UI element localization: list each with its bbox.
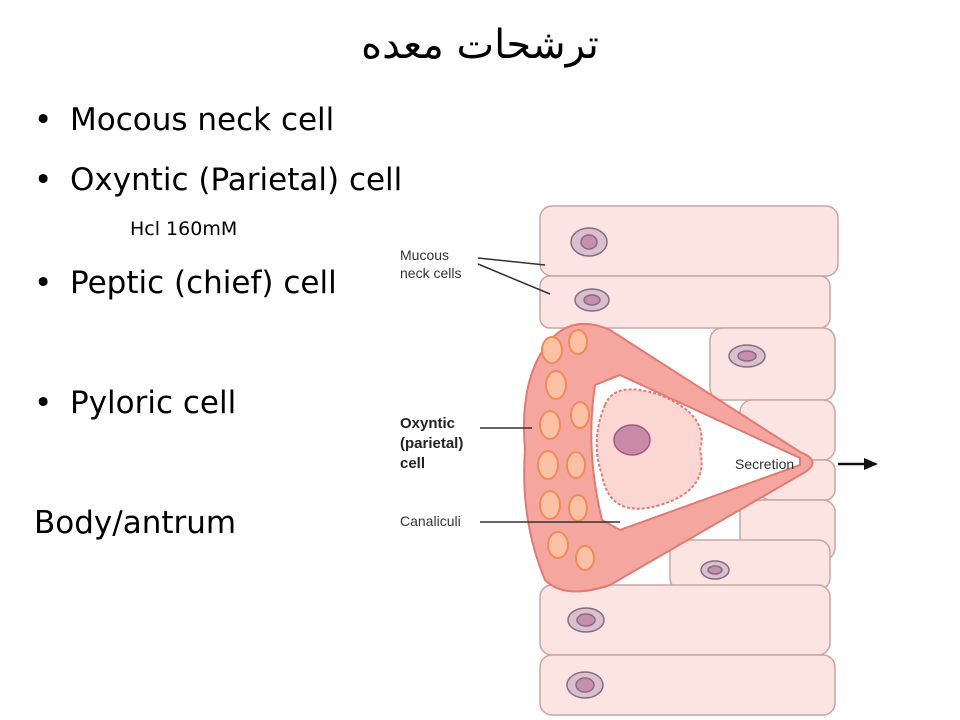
mitochondria — [537, 329, 595, 571]
nucleus-core — [737, 350, 757, 362]
bullet-text: Peptic (chief) cell — [70, 265, 337, 301]
label-oxyntic: Oxyntic — [400, 415, 455, 432]
neighbor-nuclei — [566, 227, 766, 699]
hcl-concentration-note: Hcl 160mM — [130, 218, 238, 240]
label-parietal: (parietal) — [400, 435, 463, 452]
bullet-item-mucous-neck-cell: • Mocous neck cell — [34, 102, 334, 138]
mitochondrion — [539, 410, 561, 440]
label-mucous: Mucous — [400, 247, 449, 263]
neighbor-cell — [709, 327, 836, 401]
neighbor-cell — [539, 654, 836, 716]
secretion-arrow — [838, 458, 878, 470]
nucleus-core — [576, 613, 596, 627]
bullet-marker: • — [34, 385, 53, 421]
neighbor-cell — [669, 539, 831, 591]
label-cell: cell — [400, 455, 425, 472]
nucleus-core — [583, 294, 601, 306]
bullet-item-peptic-cell: • Peptic (chief) cell — [34, 265, 337, 301]
leader-lines — [477, 257, 620, 523]
leader-line-mucous — [477, 263, 551, 295]
label-canaliculi: Canaliculi — [400, 513, 461, 529]
parietal-nucleus — [613, 424, 651, 456]
leader-line-mucous — [477, 257, 546, 266]
mitochondrion — [568, 494, 588, 522]
bullet-item-pyloric-cell: • Pyloric cell — [34, 385, 236, 421]
bullet-marker: • — [34, 265, 53, 301]
mitochondrion — [566, 451, 586, 479]
mitochondrion — [541, 336, 563, 364]
gastric-gland-figure: Mucous neck cells Oxyntic (parietal) cel… — [400, 205, 878, 716]
slide-title: ترشحات معده — [361, 22, 599, 68]
bullet-marker: • — [34, 162, 53, 198]
label-secretion: Secretion — [735, 456, 794, 472]
mucous-neck-cell-2 — [539, 275, 831, 329]
parietal-cytoplasm-core — [595, 388, 703, 510]
bullet-marker: • — [34, 102, 53, 138]
bullet-text: Oxyntic (Parietal) cell — [70, 162, 403, 198]
bullet-text: Mocous neck cell — [70, 102, 335, 138]
mitochondrion — [547, 531, 569, 559]
mitochondrion — [568, 329, 588, 355]
nucleus-core — [580, 234, 598, 250]
mitochondrion — [539, 490, 561, 520]
nucleus-core — [707, 565, 723, 575]
bullet-text: Pyloric cell — [70, 385, 237, 421]
label-neck-cells: neck cells — [400, 265, 461, 281]
mitochondrion — [570, 401, 590, 429]
bullet-item-oxyntic-cell: • Oxyntic (Parietal) cell — [34, 162, 402, 198]
mitochondrion — [545, 370, 567, 400]
secretion-arrow-head — [864, 458, 878, 470]
nucleus-core — [575, 677, 595, 693]
mitochondrion — [537, 450, 559, 480]
mitochondrion — [575, 545, 595, 571]
body-antrum-text: Body/antrum — [34, 505, 237, 541]
